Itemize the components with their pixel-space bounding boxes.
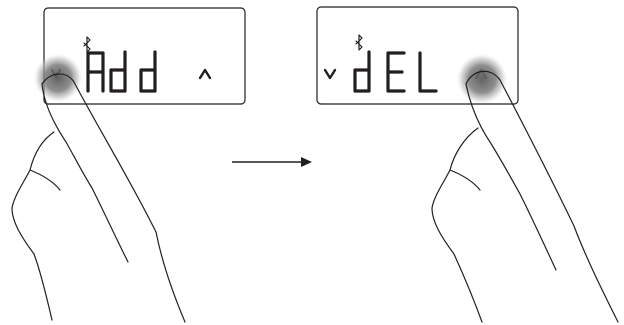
chevron-up-icon[interactable] <box>198 68 212 80</box>
chevron-down-icon[interactable] <box>323 68 337 80</box>
lcd-text-del <box>353 50 438 93</box>
press-highlight <box>34 54 82 102</box>
lcd-screen-frame <box>43 7 246 105</box>
lcd-panel-add <box>34 7 246 105</box>
hand-illustration-right <box>431 70 619 323</box>
lcd-text-add <box>86 50 157 93</box>
lcd-panel-del <box>316 6 519 105</box>
hand-illustration-left <box>11 73 186 323</box>
bluetooth-icon <box>355 34 363 51</box>
right-arrow-icon <box>232 157 312 167</box>
press-highlight <box>457 54 507 104</box>
bluetooth-icon <box>83 36 91 53</box>
